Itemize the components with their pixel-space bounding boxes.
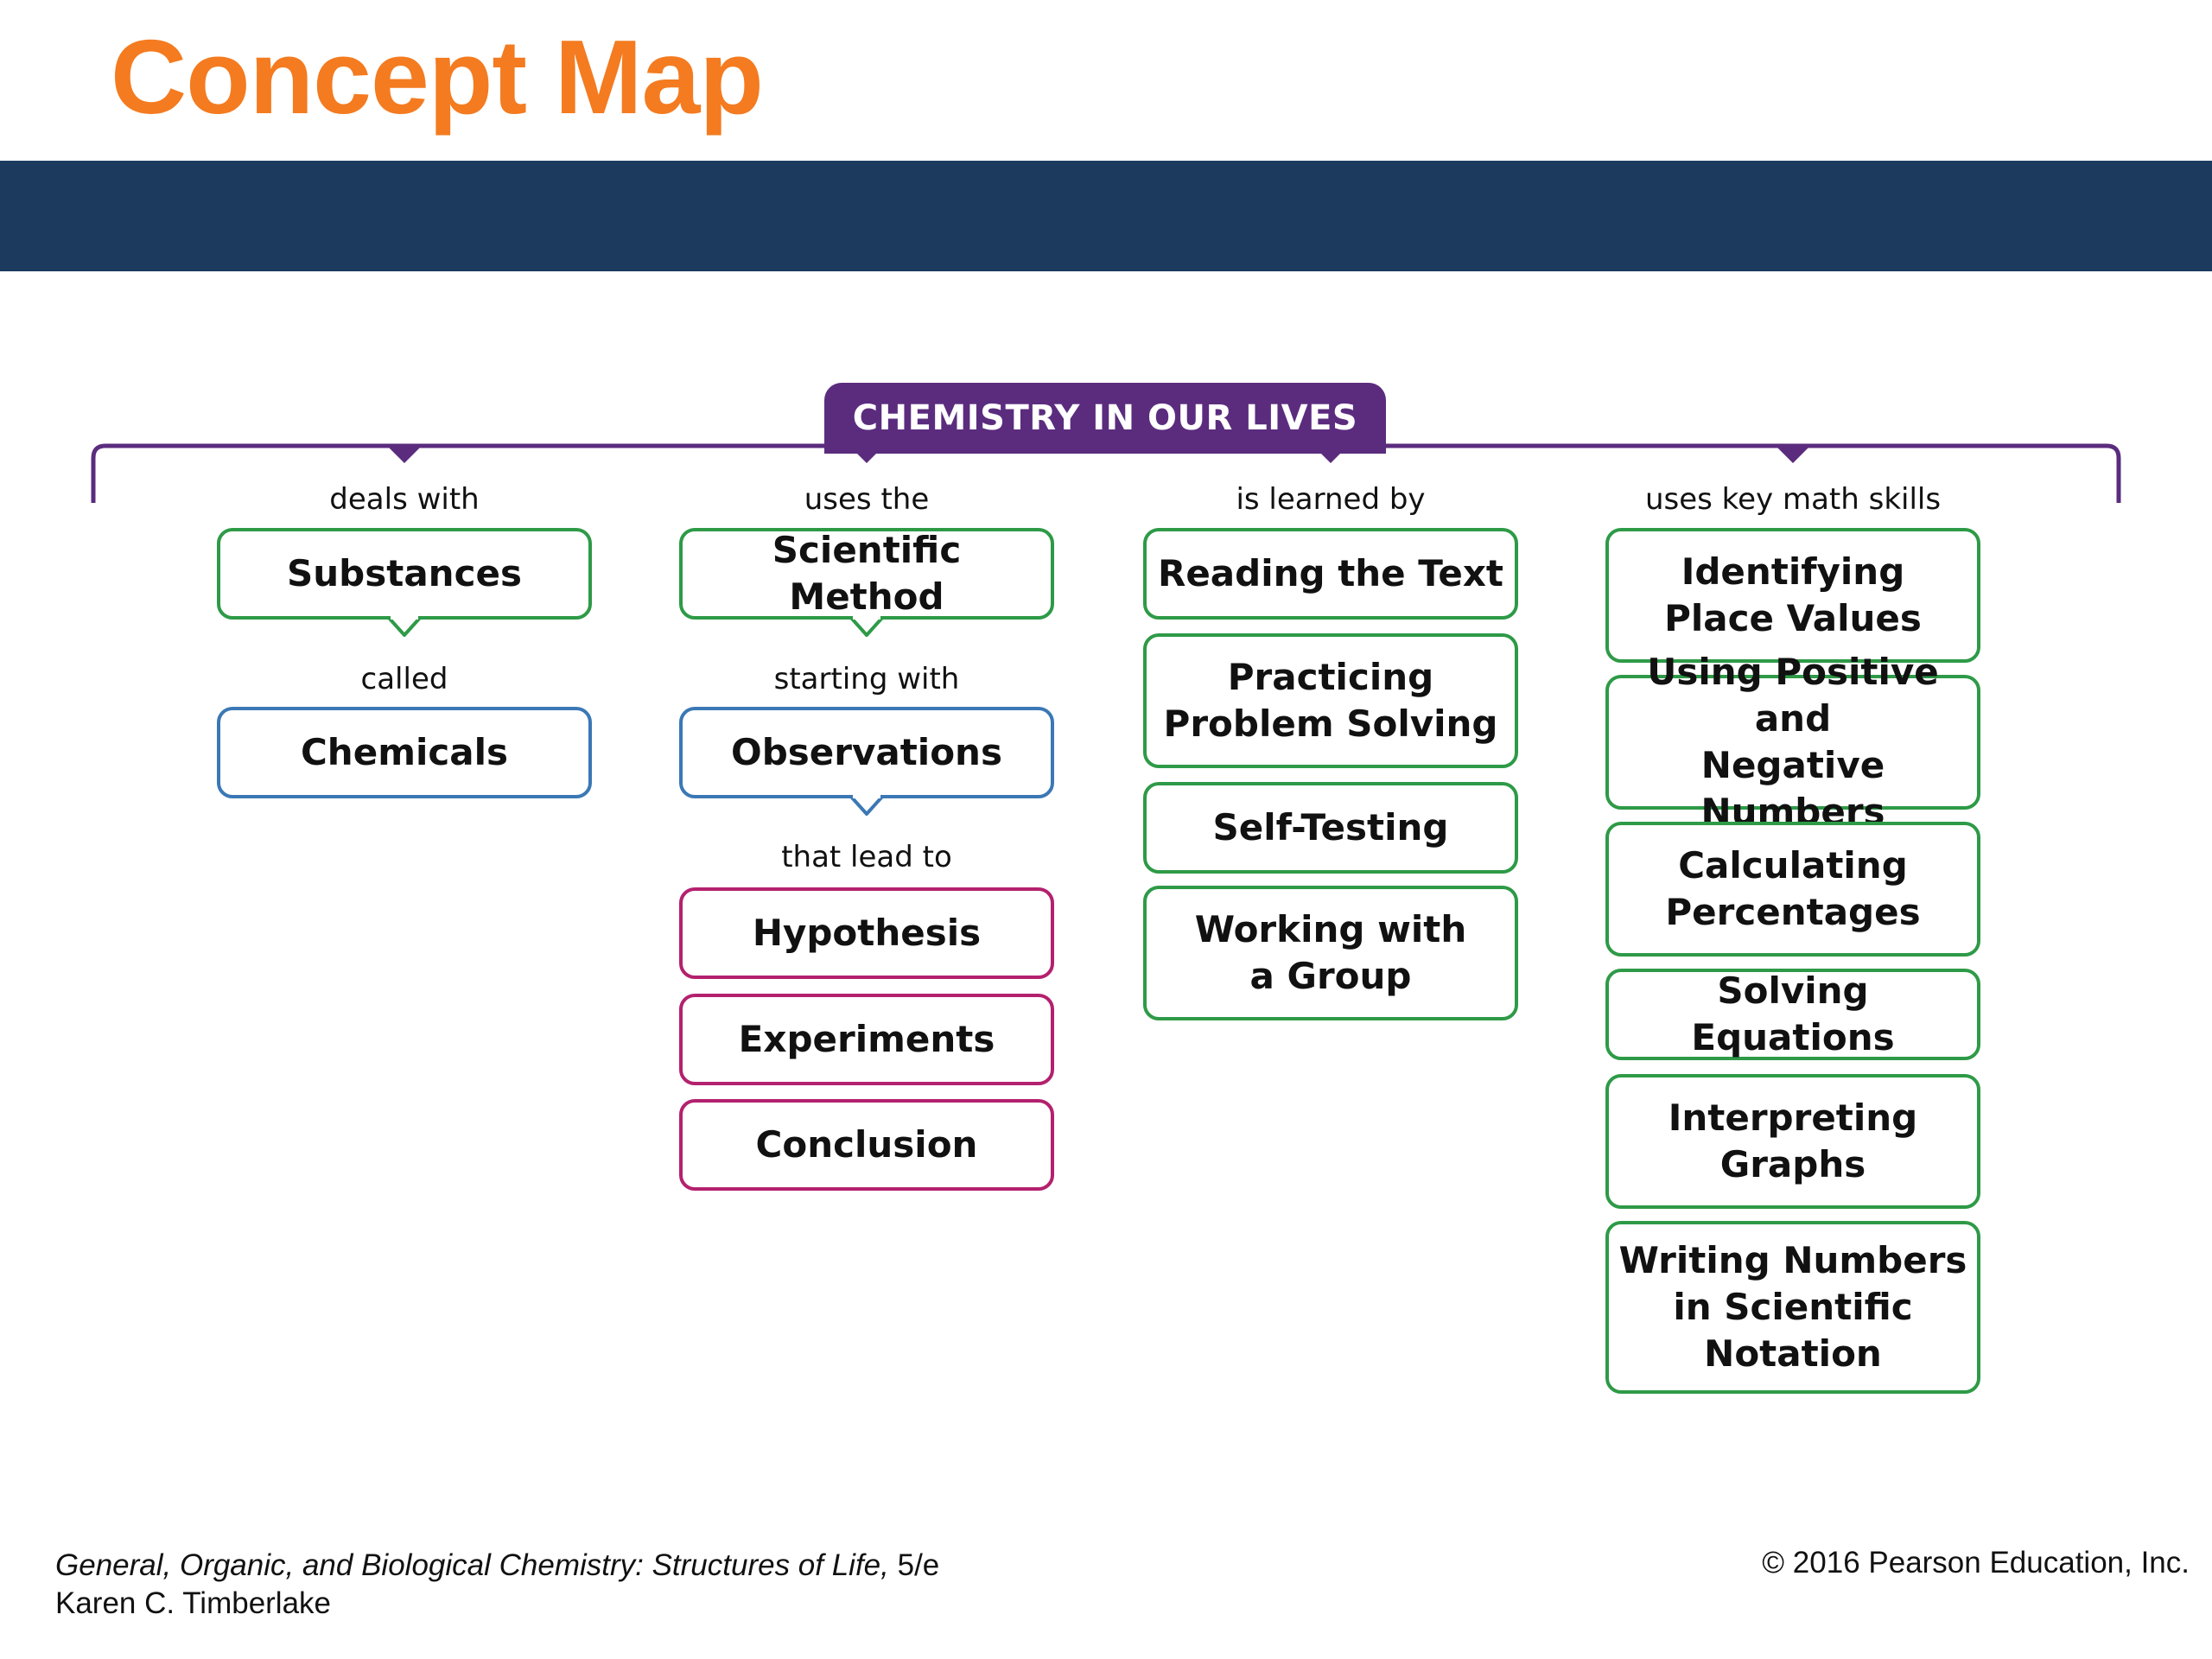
link-label-is-learned-by: is learned by <box>1236 482 1426 517</box>
root-concept: CHEMISTRY IN OUR LIVES <box>824 383 1386 454</box>
slide-title: Concept Map <box>111 18 764 136</box>
link-label-starting-with: starting with <box>773 662 960 696</box>
concept-node-identifying-place-values: Identifying Place Values <box>1605 528 1980 663</box>
branch-pointer-1 <box>387 446 422 463</box>
concept-node-reading-the-text: Reading the Text <box>1143 528 1518 620</box>
pointer-tail-scientific-method <box>849 616 884 637</box>
link-label-called: called <box>360 662 448 696</box>
footer-author: Karen C. Timberlake <box>55 1586 332 1620</box>
link-label-uses-the: uses the <box>804 482 930 517</box>
pointer-tail-substances <box>387 616 422 637</box>
concept-node-chemicals: Chemicals <box>217 707 592 798</box>
pointer-tail-substances-join <box>391 613 418 620</box>
concept-node-calculating-percentages: Calculating Percentages <box>1605 822 1980 957</box>
concept-node-solving-equations: Solving Equations <box>1605 969 1980 1060</box>
link-label-that-lead-to: that lead to <box>781 840 952 874</box>
branch-pointer-4 <box>1776 446 1810 463</box>
footer-book-title: General, Organic, and Biological Chemist… <box>55 1548 889 1582</box>
title-banner <box>0 161 2212 271</box>
link-label-uses-key-math-skills: uses key math skills <box>1644 482 1942 517</box>
concept-node-self-testing: Self-Testing <box>1143 782 1518 874</box>
pointer-tail-scientific-method-join <box>853 613 880 620</box>
branch-pointer-3 <box>1313 446 1348 463</box>
concept-node-conclusion: Conclusion <box>679 1099 1054 1191</box>
pointer-tail-observations-join <box>853 791 880 798</box>
footer-edition: 5/e <box>888 1548 940 1582</box>
concept-node-practicing-problem-solving: Practicing Problem Solving <box>1143 633 1518 768</box>
footer-citation: General, Organic, and Biological Chemist… <box>55 1547 939 1623</box>
concept-node-experiments: Experiments <box>679 994 1054 1085</box>
footer-copyright: © 2016 Pearson Education, Inc. <box>1762 1546 2190 1580</box>
concept-node-scientific-method: Scientific Method <box>679 528 1054 620</box>
concept-node-hypothesis: Hypothesis <box>679 887 1054 979</box>
root-bracket <box>91 443 2121 503</box>
concept-node-writing-numbers-in-scientific-notation: Writing Numbers in Scientific Notation <box>1605 1221 1980 1394</box>
concept-node-working-with-a-group: Working with a Group <box>1143 886 1518 1020</box>
concept-node-interpreting-graphs: Interpreting Graphs <box>1605 1074 1980 1209</box>
link-label-deals-with: deals with <box>329 482 480 517</box>
pointer-tail-observations <box>849 795 884 816</box>
concept-node-substances: Substances <box>217 528 592 620</box>
branch-pointer-2 <box>849 446 884 463</box>
